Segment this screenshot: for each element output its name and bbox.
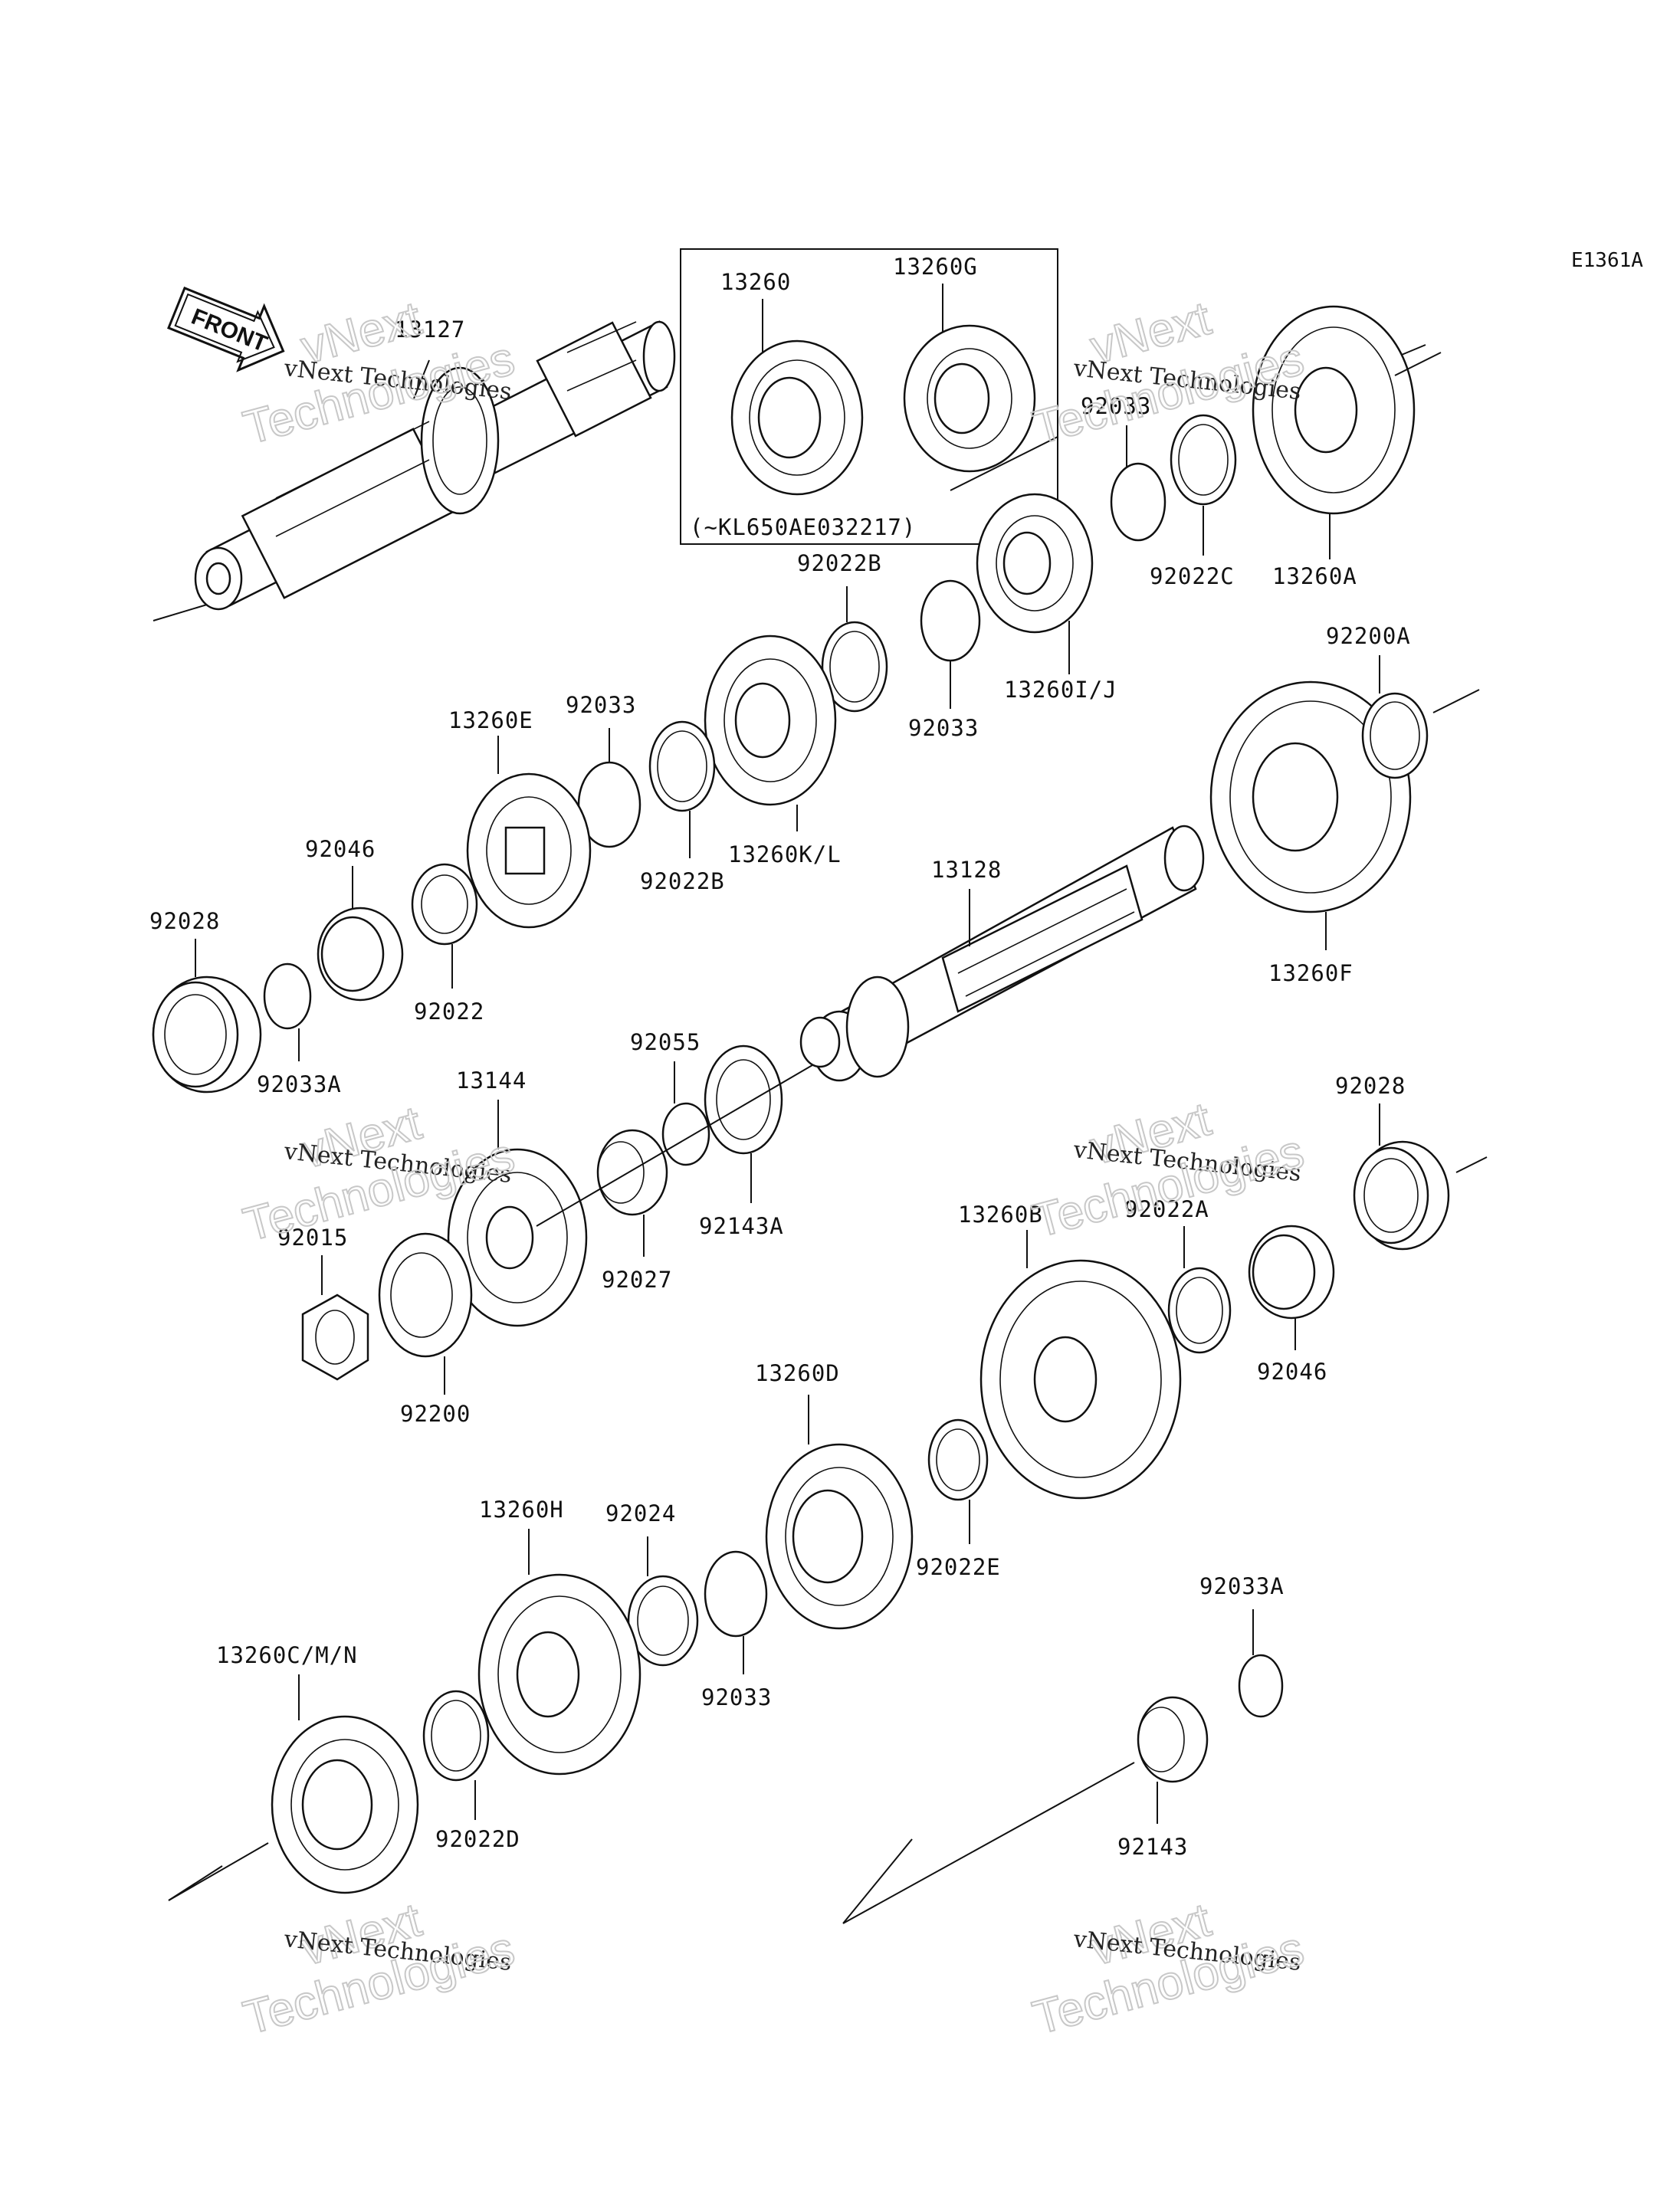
washer-92024	[627, 1575, 699, 1667]
label-92015: 92015	[277, 1225, 348, 1251]
clip-92033-top	[1110, 462, 1166, 542]
label-13260D: 13260D	[755, 1360, 840, 1386]
label-92022D: 92022D	[435, 1826, 520, 1852]
sprocket-13144	[447, 1148, 588, 1327]
watermark-bottom-left: vNext vNext Technologies Technologies	[238, 1893, 520, 2046]
output-shaft	[799, 825, 1205, 1082]
bearing-92028-right	[1353, 1140, 1450, 1251]
label-13144: 13144	[456, 1067, 527, 1094]
label-92033-bottom: 92033	[701, 1684, 772, 1710]
nut-92015	[301, 1294, 369, 1381]
label-92055: 92055	[630, 1029, 701, 1055]
diagram-code: E1361A	[1571, 249, 1643, 272]
clip-92033A-right	[1238, 1654, 1284, 1718]
inset-gear-13260G	[903, 324, 1036, 473]
label-92046-right: 92046	[1257, 1359, 1327, 1385]
label-92022B-top: 92022B	[797, 550, 882, 576]
gear-13260H	[477, 1573, 641, 1776]
label-92028-left: 92028	[149, 908, 220, 934]
gear-13260IJ	[976, 493, 1094, 634]
label-92028-right: 92028	[1335, 1073, 1406, 1099]
clip-92033-bottom	[704, 1550, 768, 1638]
watermark-bottom-right: vNext vNext Technologies Technologies	[1027, 1893, 1310, 2046]
gear-13260D	[765, 1443, 914, 1630]
label-92022E: 92022E	[916, 1554, 1001, 1580]
bearing-92046-right	[1248, 1225, 1335, 1320]
gear-13260F	[1209, 680, 1412, 913]
bearing-92046-left	[317, 907, 404, 1002]
label-13260CMN: 13260C/M/N	[216, 1642, 358, 1668]
gear-13260E	[466, 772, 592, 929]
ring-92022D	[422, 1690, 490, 1782]
input-shaft	[153, 320, 676, 621]
ring-92022E	[927, 1418, 989, 1501]
collar-92027	[596, 1129, 668, 1216]
oring-92055	[661, 1102, 710, 1166]
label-92046-left: 92046	[305, 836, 376, 862]
clip-92033A-left	[263, 962, 312, 1030]
label-92033-mid: 92033	[908, 715, 979, 741]
ring-92022B-top	[821, 621, 888, 713]
label-92143: 92143	[1117, 1834, 1188, 1860]
gear-13260CMN	[271, 1715, 419, 1894]
gear-13260B	[979, 1259, 1182, 1500]
ring-92022A	[1167, 1267, 1232, 1354]
label-92022A: 92022A	[1124, 1196, 1209, 1222]
label-92033A-left: 92033A	[257, 1071, 342, 1097]
label-13260A: 13260A	[1272, 563, 1357, 589]
gear-13260KL	[704, 635, 837, 806]
label-92143A: 92143A	[699, 1213, 784, 1239]
label-92033-left: 92033	[566, 692, 636, 718]
inset-part-13260G: 13260G	[893, 254, 978, 280]
inset-box	[680, 248, 1058, 545]
collar-92143	[1137, 1696, 1209, 1783]
ring-92022B-low	[648, 720, 716, 812]
label-13128: 13128	[931, 857, 1002, 883]
label-92200: 92200	[400, 1401, 471, 1427]
watermark-mid-right: vNext vNext Technologies Technologies	[1027, 1092, 1310, 1249]
label-13260IJ: 13260I/J	[1004, 677, 1117, 703]
washer-92200	[378, 1232, 473, 1358]
gear-13260A	[1252, 305, 1416, 515]
label-13127: 13127	[395, 316, 465, 343]
label-92022B-low: 92022B	[640, 868, 725, 894]
bearing-92028-left	[152, 976, 262, 1094]
ring-92022C	[1170, 414, 1237, 506]
label-13260KL: 13260K/L	[728, 841, 842, 867]
clip-92033-mid	[920, 579, 981, 662]
label-92024: 92024	[605, 1500, 676, 1526]
label-92027: 92027	[602, 1267, 672, 1293]
label-13260E: 13260E	[448, 707, 533, 733]
label-92033-top: 92033	[1081, 393, 1151, 419]
inset-part-13260: 13260	[720, 269, 791, 295]
ring-92200A	[1361, 692, 1429, 779]
label-92022: 92022	[414, 998, 484, 1025]
label-13260F: 13260F	[1268, 960, 1354, 986]
inset-caption: (~KL650AE032217)	[690, 514, 916, 540]
label-13260H: 13260H	[479, 1497, 564, 1523]
label-92022C: 92022C	[1150, 563, 1235, 589]
inset-gear-13260	[730, 339, 864, 496]
label-13260B: 13260B	[958, 1202, 1043, 1228]
label-92033A-right: 92033A	[1199, 1573, 1285, 1599]
front-arrow: FRONT	[167, 286, 285, 372]
label-92200A: 92200A	[1326, 623, 1411, 649]
